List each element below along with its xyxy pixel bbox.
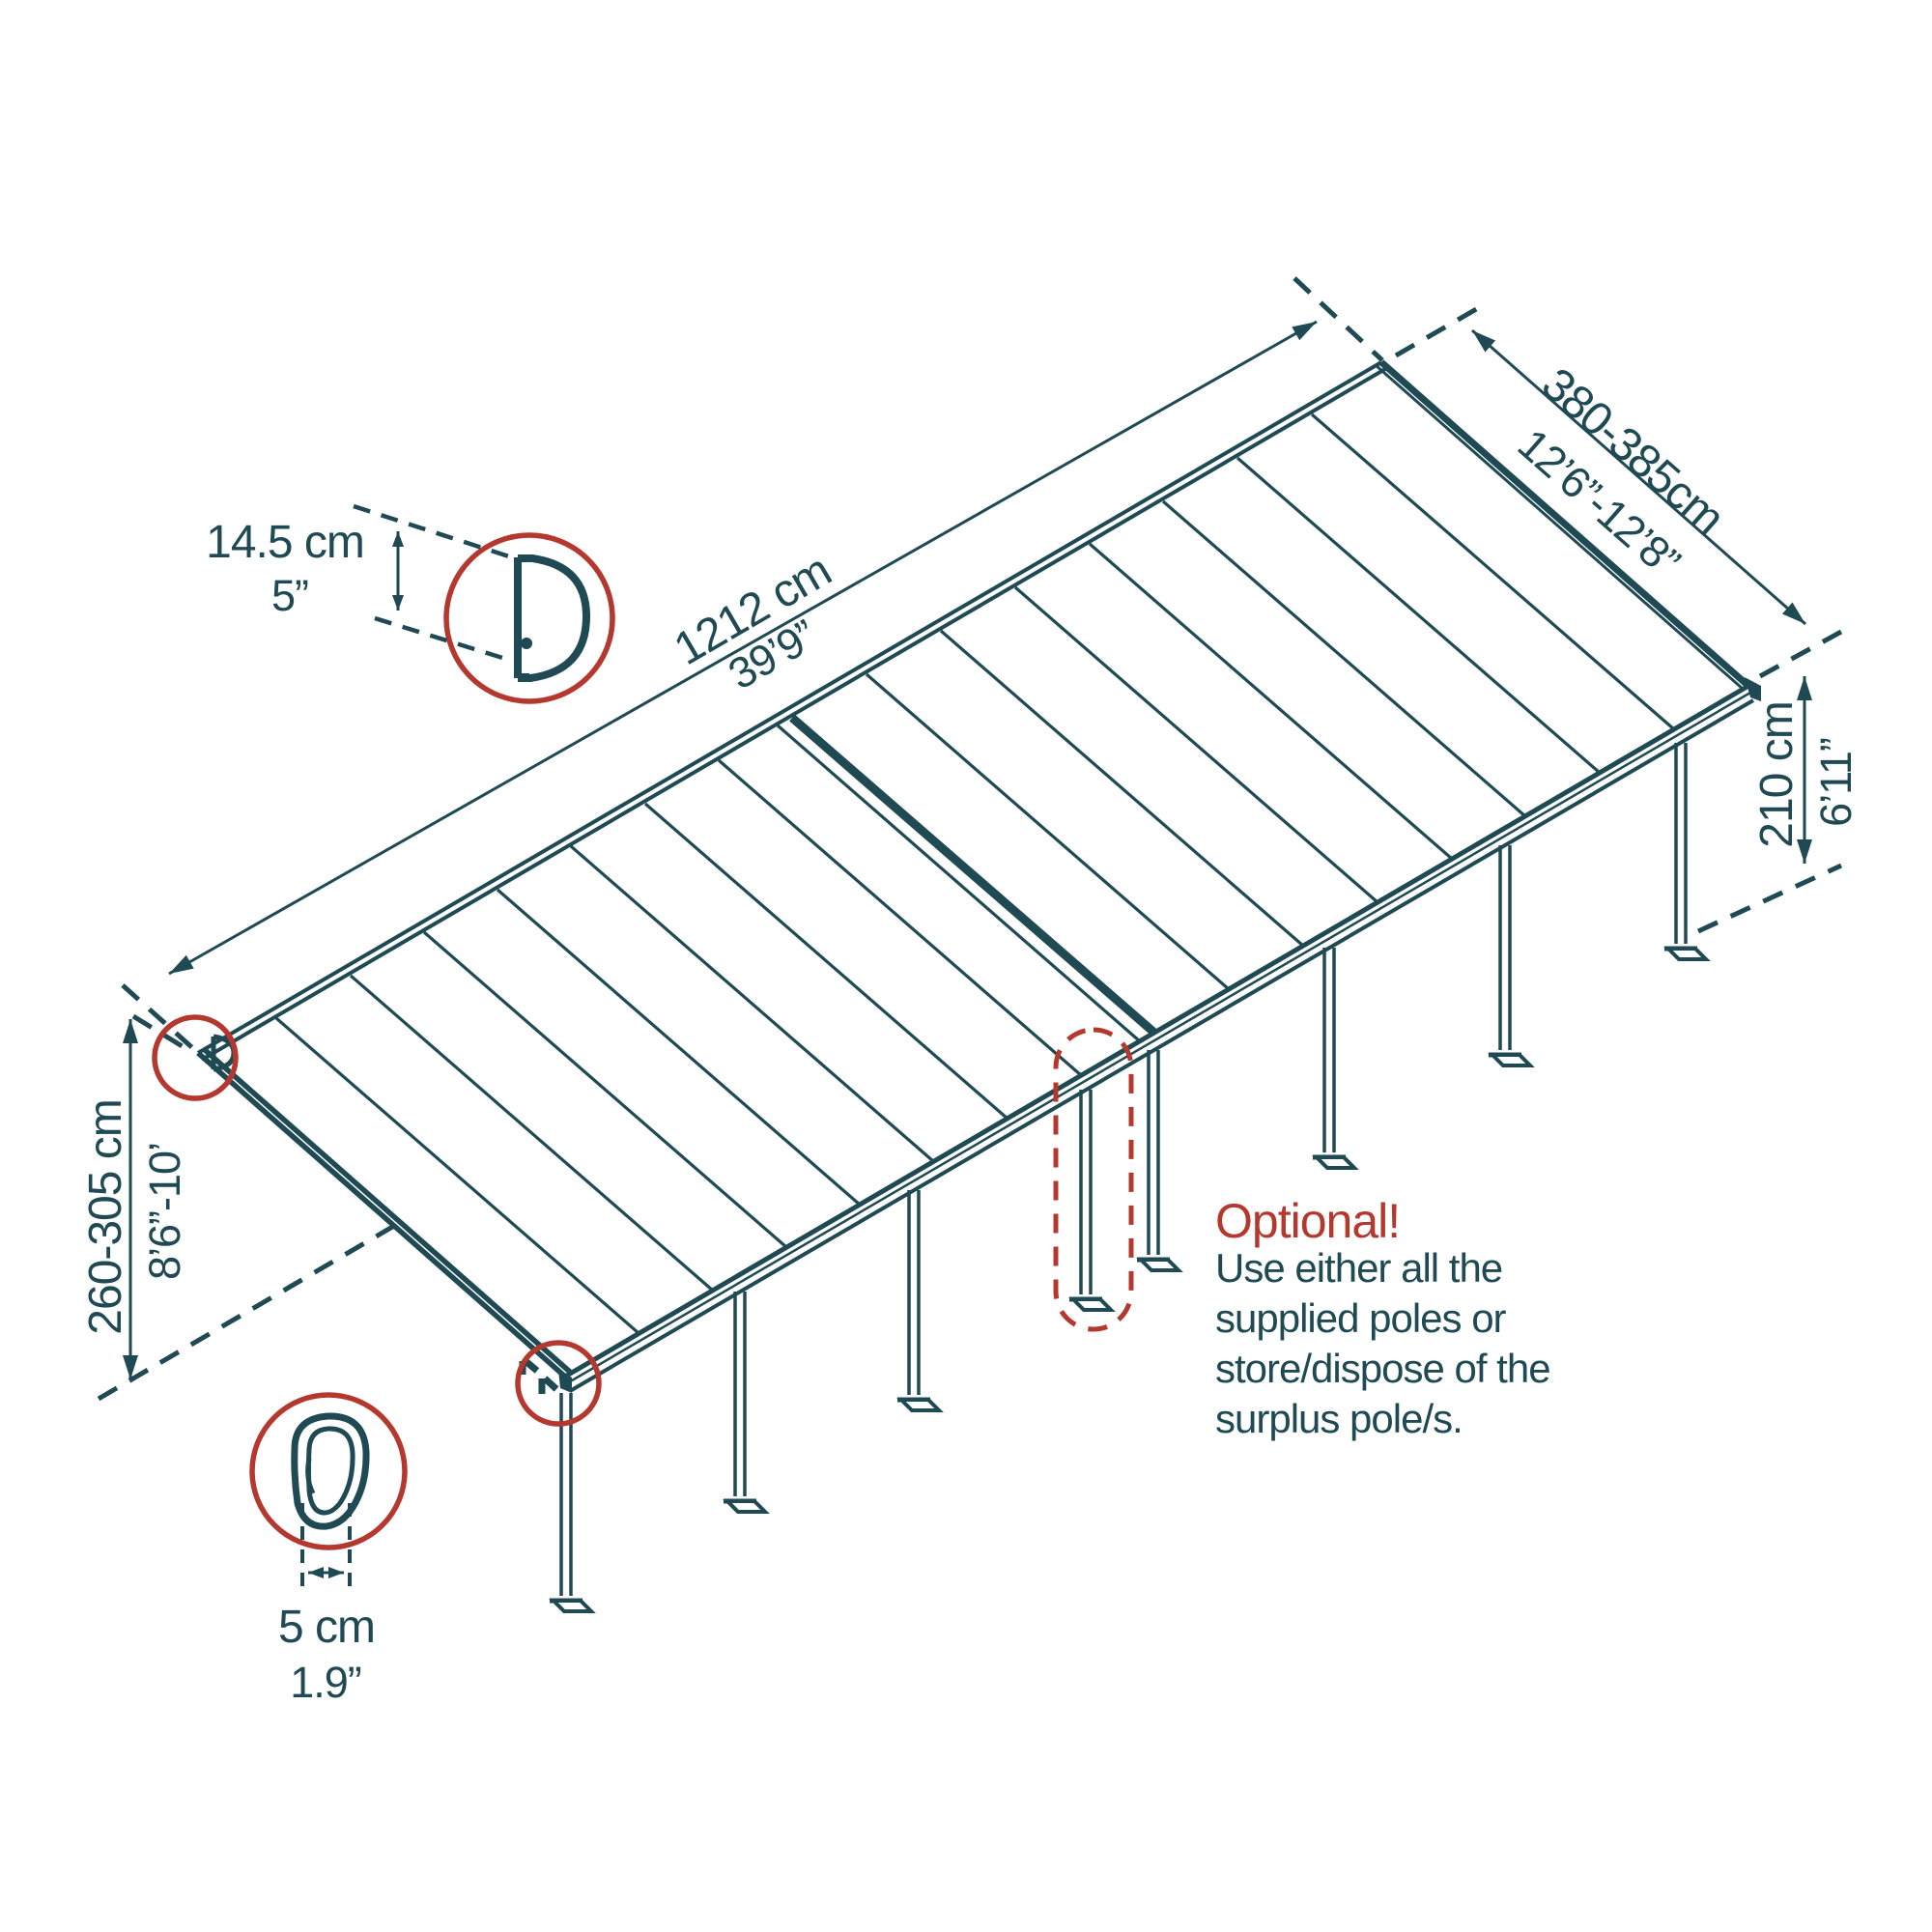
- support-post: [1136, 1050, 1183, 1272]
- ground-reference-line-left: [97, 1216, 408, 1402]
- corner-bracket-highlight-circle: [515, 1340, 602, 1427]
- pole-cross-section-detail: 5 cm 1.9”: [249, 1392, 408, 1707]
- front-gutter: [558, 677, 1761, 1393]
- profile-leader-bottom: [374, 615, 513, 664]
- kit-junction-bar: [789, 714, 1157, 1037]
- support-post: [723, 1292, 770, 1514]
- optional-post: [1068, 1090, 1116, 1312]
- post-base-plate: [723, 1499, 770, 1514]
- post-base-plate: [549, 1599, 596, 1613]
- left-end-rafter-outer: [196, 1050, 567, 1379]
- note-line: Use either all the: [1215, 1245, 1502, 1291]
- construction-dashed-lines: [97, 276, 1843, 1402]
- dimension-front-height: 210 cm 6’11”: [1751, 676, 1861, 864]
- highlights: [152, 1014, 1134, 1427]
- gutter-end-cap-right: [1745, 677, 1761, 701]
- wall-height-metric-label: 260-305 cm: [80, 1099, 131, 1334]
- profile-screw-boss: [521, 638, 532, 649]
- pole-tube-lip: [305, 1458, 316, 1495]
- post-base-plate: [896, 1398, 944, 1412]
- pole-detail-circle: [249, 1392, 408, 1550]
- support-post: [1663, 743, 1711, 961]
- wall-profile-inner-edge: [200, 367, 1387, 1062]
- note-line: store/dispose of the: [1215, 1346, 1550, 1391]
- note-title: Optional!: [1215, 1194, 1400, 1248]
- optional-post-highlight: [1053, 1027, 1134, 1332]
- support-post: [549, 1393, 596, 1613]
- post-base-plate: [1488, 1053, 1535, 1067]
- note-line: supplied poles or: [1215, 1295, 1507, 1341]
- note-line: surplus pole/s.: [1215, 1396, 1463, 1441]
- profile-height-imperial-label: 5”: [271, 571, 308, 620]
- support-post: [1488, 845, 1535, 1067]
- dimension-length: 1212 cm 39’9”: [168, 320, 1318, 976]
- patio-cover-roof: [196, 359, 1761, 1394]
- post-base-plate: [1312, 1155, 1359, 1170]
- support-posts: [549, 743, 1711, 1613]
- pole-width-metric-label: 5 cm: [278, 1602, 375, 1653]
- wall-profile-highlight-circle: [152, 1014, 239, 1101]
- post-base-plate: [1136, 1258, 1183, 1272]
- profile-height-metric-label: 14.5 cm: [206, 517, 364, 568]
- support-post: [1312, 948, 1359, 1170]
- front-height-metric-label: 210 cm: [1751, 701, 1803, 847]
- front-height-imperial-label: 6’11”: [1811, 738, 1861, 827]
- optional-note: Optional! Use either all the supplied po…: [1215, 1194, 1551, 1441]
- gutter-profile-detail: 14.5 cm 5”: [206, 503, 615, 704]
- post-base-plate: [1663, 947, 1711, 961]
- depth-dimension-line: [1471, 328, 1806, 626]
- gutter-end-cap-left: [558, 1370, 572, 1393]
- pole-width-imperial-label: 1.9”: [290, 1658, 361, 1707]
- length-dimension-line: [168, 320, 1318, 976]
- left-end-rafter-inner: [202, 1046, 573, 1376]
- dimension-wall-height: 260-305 cm 8’6”-10’: [80, 1019, 189, 1379]
- wall-height-imperial-label: 8’6”-10’: [140, 1143, 189, 1280]
- post-base-plate: [1068, 1297, 1116, 1312]
- wall-profile-outer-edge: [196, 360, 1383, 1055]
- support-post: [896, 1190, 944, 1412]
- profile-leader-top: [353, 503, 516, 561]
- dimension-depth: 380-385cm 12’6”-12’8”: [1471, 328, 1806, 626]
